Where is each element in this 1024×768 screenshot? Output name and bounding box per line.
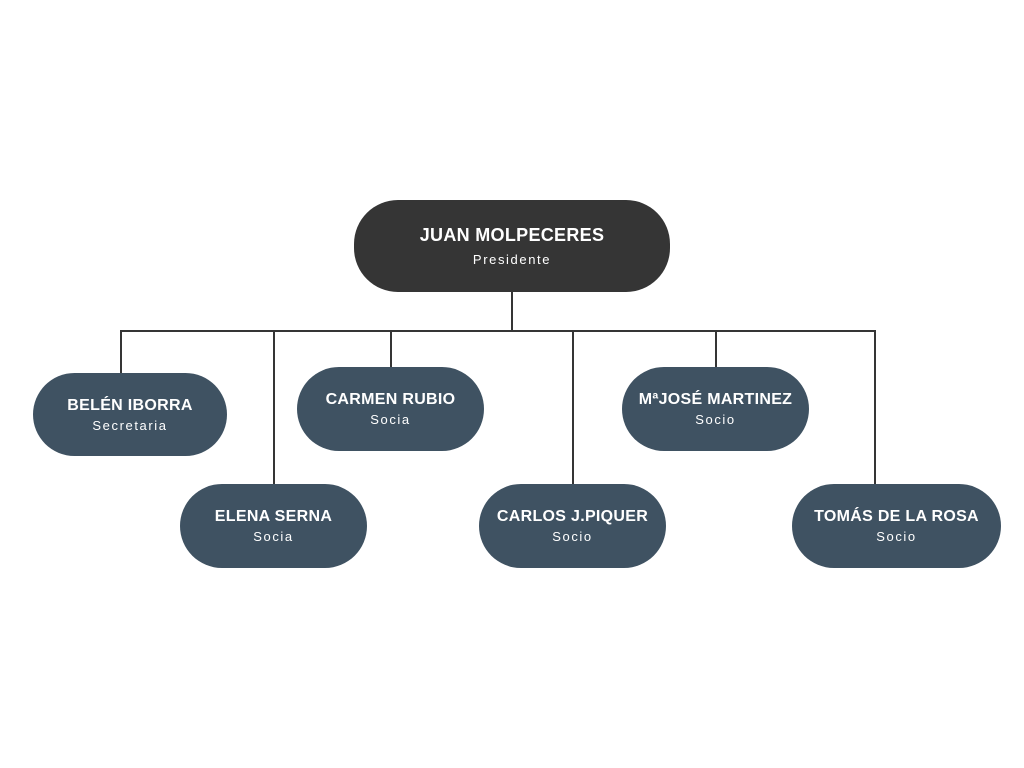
node-name: JUAN MOLPECERES	[419, 225, 605, 245]
node-role: Socio	[695, 412, 736, 427]
node-role: Presidente	[472, 252, 552, 267]
node-elena-serna[interactable]: ELENA SERNA Socia	[180, 484, 367, 568]
node-name: CARLOS J.PIQUER	[496, 508, 649, 525]
node-role: Socio	[552, 529, 593, 544]
node-name: CARMEN RUBIO	[325, 391, 456, 408]
root-node-president[interactable]: JUAN MOLPECERES Presidente	[354, 200, 670, 292]
node-belen-iborra[interactable]: BELÉN IBORRA Secretaria	[33, 373, 227, 456]
node-role: Socia	[370, 412, 411, 427]
node-role: Socia	[253, 529, 294, 544]
node-carmen-rubio[interactable]: CARMEN RUBIO Socia	[297, 367, 484, 451]
node-tomas-de-la-rosa[interactable]: TOMÁS DE LA ROSA Socio	[792, 484, 1001, 568]
node-name: ELENA SERNA	[214, 508, 333, 525]
node-majose-martinez[interactable]: MªJOSÉ MARTINEZ Socio	[622, 367, 809, 451]
node-name: MªJOSÉ MARTINEZ	[638, 391, 793, 408]
node-role: Secretaria	[92, 417, 168, 433]
node-name: TOMÁS DE LA ROSA	[814, 508, 979, 525]
node-name: BELÉN IBORRA	[67, 396, 193, 414]
node-role: Socio	[876, 529, 917, 544]
node-carlos-piquer[interactable]: CARLOS J.PIQUER Socio	[479, 484, 666, 568]
